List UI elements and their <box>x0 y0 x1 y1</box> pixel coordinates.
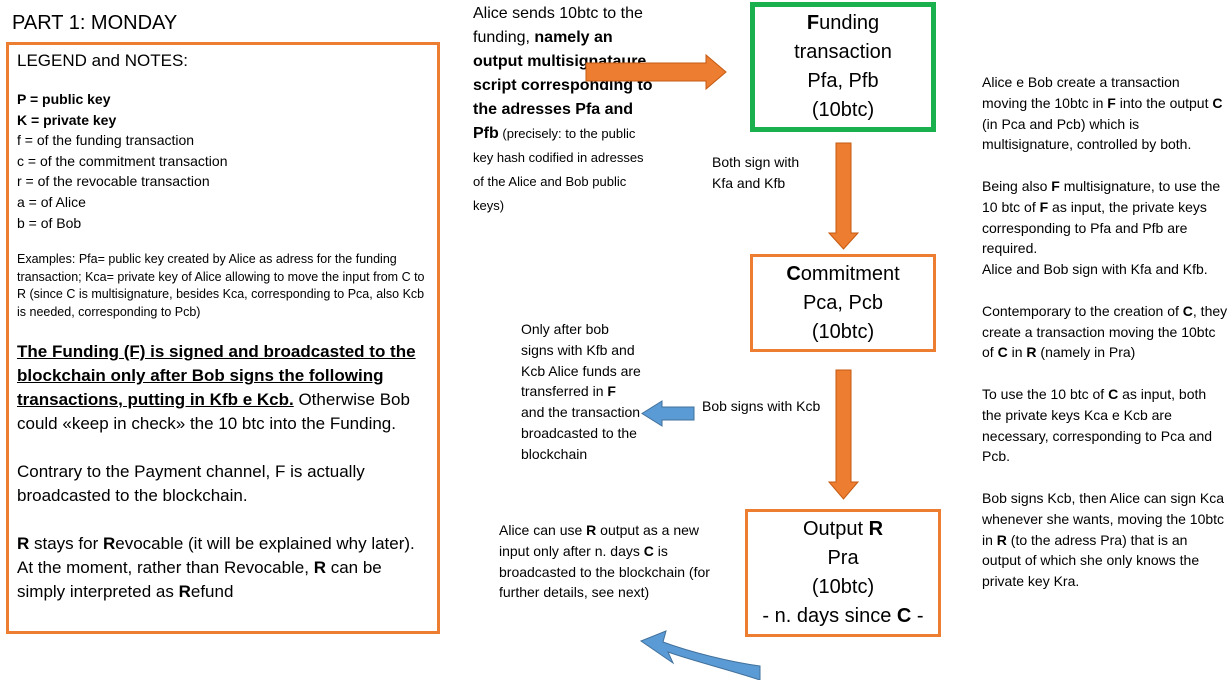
only-after-note: Only after bob signs with Kfb and Kcb Al… <box>521 319 641 465</box>
commitment-title: Commitment <box>786 260 899 289</box>
page-title: PART 1: MONDAY <box>12 12 178 34</box>
output-days: - n. days since C - <box>762 602 923 631</box>
right-text: multisignature, to use the 10 btc of <box>982 177 1221 215</box>
right-text: , they create a transaction moving the 1… <box>982 302 1228 361</box>
commitment-amount: (10btc) <box>811 320 875 343</box>
funding-title: Funding <box>807 9 879 38</box>
arrow-down-funding-to-commitment <box>827 142 860 250</box>
output-days-text: - <box>911 605 924 627</box>
commitment-box: Commitment Pca, Pcb (10btc) <box>750 254 936 352</box>
right-bold: F <box>1107 94 1116 111</box>
right-bold: C <box>1212 94 1223 111</box>
output-r-box: Output R Pra (10btc) - n. days since C - <box>745 509 941 637</box>
arrow-down-commitment-to-output <box>827 369 860 500</box>
funding-line2: transaction <box>794 41 892 63</box>
funding-f-letter: F <box>806 12 820 34</box>
right-bold: F <box>1039 198 1049 215</box>
r-letter: R <box>17 534 30 554</box>
output-r-letter: R <box>868 518 884 540</box>
right-para-1: Alice e Bob create a transaction moving … <box>982 72 1228 155</box>
curved-arrow-blue <box>639 630 761 680</box>
right-bold: C <box>1108 385 1119 402</box>
arrow-right-to-funding <box>585 53 727 91</box>
right-bold: R <box>996 531 1007 548</box>
alice-sends-bold: namely an output multisignataure script … <box>473 29 653 142</box>
legend-def-commitment: c = of the commitment transaction <box>17 152 228 169</box>
funding-title-rest: unding <box>819 12 880 34</box>
r-note-text: stays for <box>29 534 103 554</box>
alice-can-use-c: C <box>643 542 654 559</box>
funding-transaction-box: Funding transaction Pfa, Pfb (10btc) <box>750 2 936 132</box>
legend-def-revocable: r = of the revocable transaction <box>17 173 210 190</box>
alice-can-use-note: Alice can use R output as a new input on… <box>499 520 729 603</box>
legend-def-funding: f = of the funding transaction <box>17 132 195 149</box>
legend-example: Examples: Pfa= public key created by Ali… <box>17 252 425 319</box>
alice-sends-note: Alice sends 10btc to the funding, namely… <box>473 2 653 218</box>
alice-sends-small: (precisely: to the public key hash codif… <box>473 126 644 213</box>
legend-def-bob: b = of Bob <box>17 214 82 231</box>
contrary-note: Contrary to the Payment channel, F is ac… <box>17 462 365 506</box>
right-text: Alice and Bob sign with Kfa and Kfb. <box>982 261 1208 278</box>
right-text: as input, the private keys corresponding… <box>982 198 1207 257</box>
output-title-text: Output <box>802 518 869 540</box>
funding-note-rest: Otherwise Bob could «keep in check» the … <box>17 390 410 434</box>
alice-can-use-r: R <box>586 522 597 538</box>
funding-amount: (10btc) <box>811 99 875 121</box>
right-para-4: To use the 10 btc of C as input, both th… <box>982 384 1228 467</box>
r-note-text: evocable (it will be explained why later… <box>17 534 415 578</box>
r-letter: R <box>178 582 191 602</box>
funding-note: The Funding (F) is signed and broadcaste… <box>17 340 429 436</box>
right-text: as input, both the private keys Kca e Kc… <box>982 385 1213 465</box>
r-note-text: efund <box>190 582 234 602</box>
legend-title: LEGEND and NOTES: <box>17 51 189 70</box>
only-after-text: and the transaction broadcasted to the b… <box>521 404 641 462</box>
only-after-text: Only after bob signs with Kfb and Kcb Al… <box>521 321 641 400</box>
right-text: into the output <box>1115 94 1213 111</box>
right-text: Bob signs Kcb, then Alice can sign Kca w… <box>982 489 1225 548</box>
alice-can-use-text: output as a new input only after n. days <box>499 522 700 559</box>
arrow-left-blue <box>641 400 695 427</box>
output-key: Pra <box>827 547 859 569</box>
output-c-letter: C <box>896 605 912 627</box>
right-text: Being also <box>982 177 1052 194</box>
right-explanation-column: Alice e Bob create a transaction moving … <box>982 72 1228 613</box>
alice-sends-plain: Alice sends 10btc to the funding, <box>473 5 643 46</box>
output-days-text: - n. days since <box>762 605 897 627</box>
commitment-c-letter: C <box>786 262 801 285</box>
both-sign-note: Both sign with Kfa and Kfb <box>712 154 800 191</box>
right-text: in <box>1007 344 1027 361</box>
legend-def-alice: a = of Alice <box>17 193 86 210</box>
right-bold: C <box>997 344 1008 361</box>
alice-can-use-text: is broadcasted to the blockchain (for fu… <box>499 542 710 601</box>
right-text: (namely in Pra) <box>1036 344 1136 361</box>
right-text: Contemporary to the creation of <box>982 302 1183 319</box>
right-text: To use the 10 btc of <box>982 385 1109 402</box>
right-bold: C <box>1182 302 1193 319</box>
funding-note-bold: The Funding (F) is signed and broadcaste… <box>17 342 416 410</box>
legend-box: LEGEND and NOTES: P = public key K = pri… <box>6 42 440 634</box>
r-letter: R <box>313 558 326 578</box>
commitment-keys: Pca, Pcb <box>802 291 884 314</box>
bob-signs-note: Bob signs with Kcb <box>702 398 821 414</box>
output-amount: (10btc) <box>811 576 875 598</box>
commitment-title-rest: ommitment <box>800 262 900 285</box>
right-para-3: Contemporary to the creation of C, they … <box>982 301 1228 363</box>
r-letter: R <box>102 534 116 554</box>
r-note-text: can be simply interpreted as <box>17 558 382 602</box>
output-title: Output R <box>803 515 883 544</box>
right-text: (in Pca and Pcb) which is multisignature… <box>982 115 1192 153</box>
only-after-f-letter: F <box>607 383 616 400</box>
right-bold: R <box>1026 344 1037 361</box>
right-text: Alice e Bob create a transaction moving … <box>982 74 1180 111</box>
legend-def-public-key: P = public key <box>17 91 111 107</box>
right-para-2: Being also F multisignature, to use the … <box>982 176 1228 280</box>
legend-def-private-key: K = private key <box>17 111 117 128</box>
revocable-note: R stays for Revocable (it will be explai… <box>17 532 429 604</box>
right-bold: F <box>1051 177 1060 194</box>
right-para-5: Bob signs Kcb, then Alice can sign Kca w… <box>982 488 1228 592</box>
alice-can-use-text: Alice can use <box>499 522 587 538</box>
funding-keys: Pfa, Pfb <box>807 70 879 92</box>
right-text: (to the adress Pra) that is an output of… <box>982 531 1200 590</box>
